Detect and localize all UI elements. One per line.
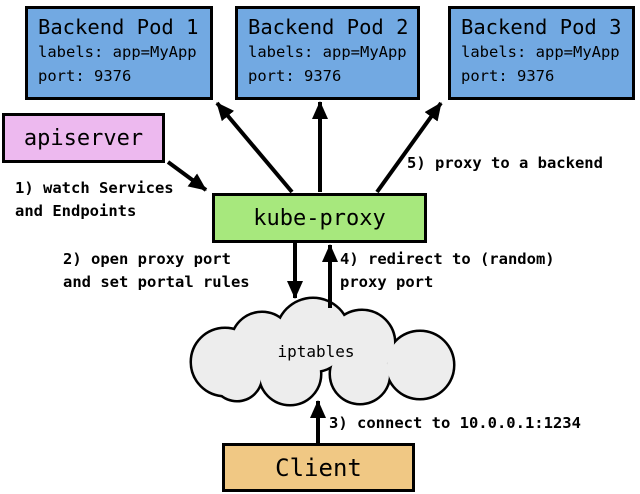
arrow-apiserver-to-kubeproxy bbox=[166, 160, 208, 192]
pod-port-line: port: 9376 bbox=[38, 66, 132, 85]
backend-pod-2: Backend Pod 2 labels: app=MyApp port: 93… bbox=[235, 6, 420, 100]
backend-pod-1: Backend Pod 1 labels: app=MyApp port: 93… bbox=[25, 6, 213, 100]
step3-connect-label: 3) connect to 10.0.0.1:1234 bbox=[329, 414, 581, 432]
pod-port-line: port: 9376 bbox=[248, 66, 342, 85]
kube-proxy-label: kube-proxy bbox=[253, 205, 386, 231]
kube-proxy-box: kube-proxy bbox=[212, 193, 427, 243]
apiserver-label: apiserver bbox=[23, 125, 144, 151]
pod-labels-line: labels: app=MyApp bbox=[38, 43, 197, 61]
pod-labels-line: labels: app=MyApp bbox=[248, 43, 407, 61]
iptables-label: iptables bbox=[277, 342, 355, 361]
backend-pod-3: Backend Pod 3 labels: app=MyApp port: 93… bbox=[448, 6, 635, 100]
pod-port-line: port: 9376 bbox=[461, 66, 555, 85]
iptables-cloud-fill bbox=[192, 299, 453, 404]
apiserver-box: apiserver bbox=[2, 113, 165, 163]
pod-title: Backend Pod 3 bbox=[461, 15, 622, 39]
arrow-kubeproxy-to-pod1 bbox=[215, 101, 294, 194]
client-box: Client bbox=[222, 443, 415, 492]
pod-labels-line: labels: app=MyApp bbox=[461, 43, 620, 61]
step4-redirect-label: 4) redirect to (random) proxy port bbox=[340, 250, 555, 291]
step5-proxy-backend-label: 5) proxy to a backend bbox=[407, 154, 603, 172]
arrow-kubeproxy-to-pod3 bbox=[375, 101, 443, 194]
step1-watch-services-label: 1) watch Services and Endpoints bbox=[15, 179, 174, 220]
client-label: Client bbox=[275, 453, 362, 482]
step2-open-proxy-port-label: 2) open proxy port and set portal rules bbox=[63, 250, 250, 291]
pod-title: Backend Pod 2 bbox=[248, 15, 409, 39]
pod-title: Backend Pod 1 bbox=[38, 15, 199, 39]
